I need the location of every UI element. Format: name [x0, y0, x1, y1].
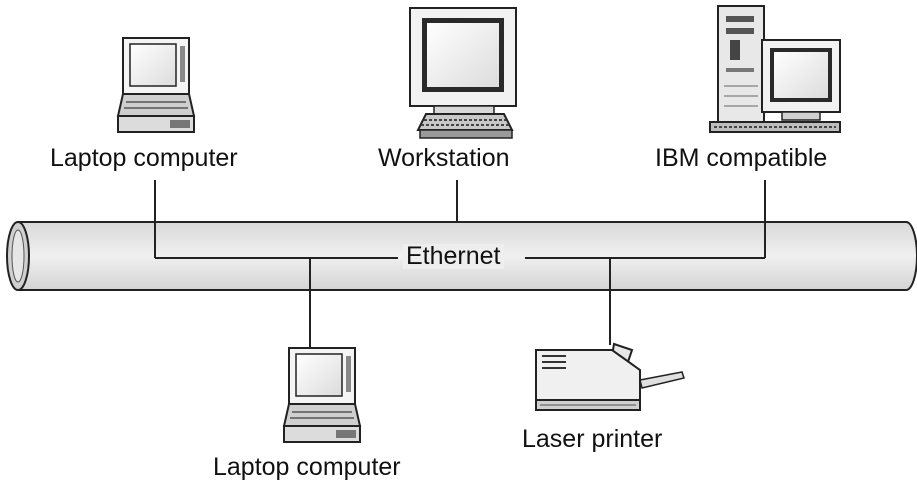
label-ibm-compatible: IBM compatible	[655, 144, 828, 172]
workstation-icon	[409, 7, 517, 139]
laptop-icon	[282, 347, 362, 443]
label-workstation: Workstation	[378, 144, 510, 172]
label-laser-printer: Laser printer	[522, 425, 663, 453]
laser-printer-icon	[535, 342, 685, 411]
label-laptop-computer-bottom: Laptop computer	[213, 453, 401, 481]
network-cables	[154, 180, 766, 348]
label-laptop-computer-top: Laptop computer	[50, 144, 238, 172]
label-ethernet: Ethernet	[403, 244, 504, 269]
laptop-icon	[116, 37, 196, 133]
ibm-pc-icon	[709, 5, 841, 133]
